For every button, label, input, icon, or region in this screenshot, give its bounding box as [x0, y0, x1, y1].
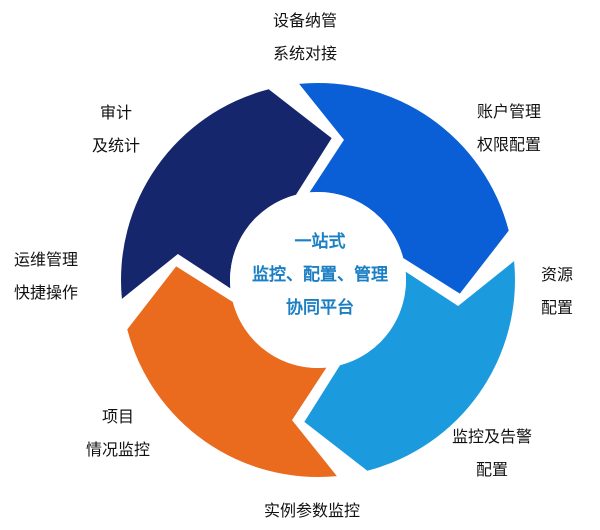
label-alert-config: 监控及告警 配置: [452, 420, 532, 486]
label-ops-mgmt: 运维管理 快捷操作: [14, 243, 78, 309]
label-instance-params: 实例参数监控: [264, 494, 360, 527]
segment-ops-audit: [121, 89, 332, 299]
center-title: 一站式 监控、配置、管理 协同平台: [230, 226, 410, 325]
label-alert-config-line1: 监控及告警: [452, 427, 533, 446]
segment-resource-alert: [304, 261, 515, 471]
center-hub: [230, 192, 406, 368]
label-device-mgmt-line1: 设备纳管: [273, 11, 338, 30]
label-resource: 资源 配置: [541, 258, 573, 324]
label-resource-line1: 资源: [541, 265, 574, 284]
label-account-permission-line1: 账户管理: [477, 102, 542, 121]
label-device-mgmt-line2: 系统对接: [273, 44, 338, 63]
label-audit-stats-line1: 审计: [100, 103, 133, 122]
label-project-status-line2: 情况监控: [86, 440, 151, 459]
segment-account-permission: [299, 83, 509, 294]
label-alert-config-line2: 配置: [476, 460, 509, 479]
center-title-line2: 监控、配置、管理: [252, 265, 388, 285]
label-project-status-line1: 项目: [102, 407, 135, 426]
label-ops-mgmt-line1: 运维管理: [14, 250, 79, 269]
center-title-line3: 协同平台: [286, 298, 354, 318]
segment-instance-project: [127, 266, 337, 477]
label-instance-params-line1: 实例参数监控: [264, 501, 361, 520]
label-project-status: 项目 情况监控: [86, 400, 150, 466]
label-account-permission-line2: 权限配置: [477, 135, 542, 154]
label-audit-stats: 审计 及统计: [92, 96, 140, 162]
label-ops-mgmt-line2: 快捷操作: [14, 283, 79, 302]
label-account-permission: 账户管理 权限配置: [477, 95, 541, 161]
label-audit-stats-line2: 及统计: [92, 136, 141, 155]
label-device-mgmt: 设备纳管 系统对接: [273, 4, 337, 70]
label-resource-line2: 配置: [541, 298, 574, 317]
center-title-line1: 一站式: [294, 232, 346, 252]
